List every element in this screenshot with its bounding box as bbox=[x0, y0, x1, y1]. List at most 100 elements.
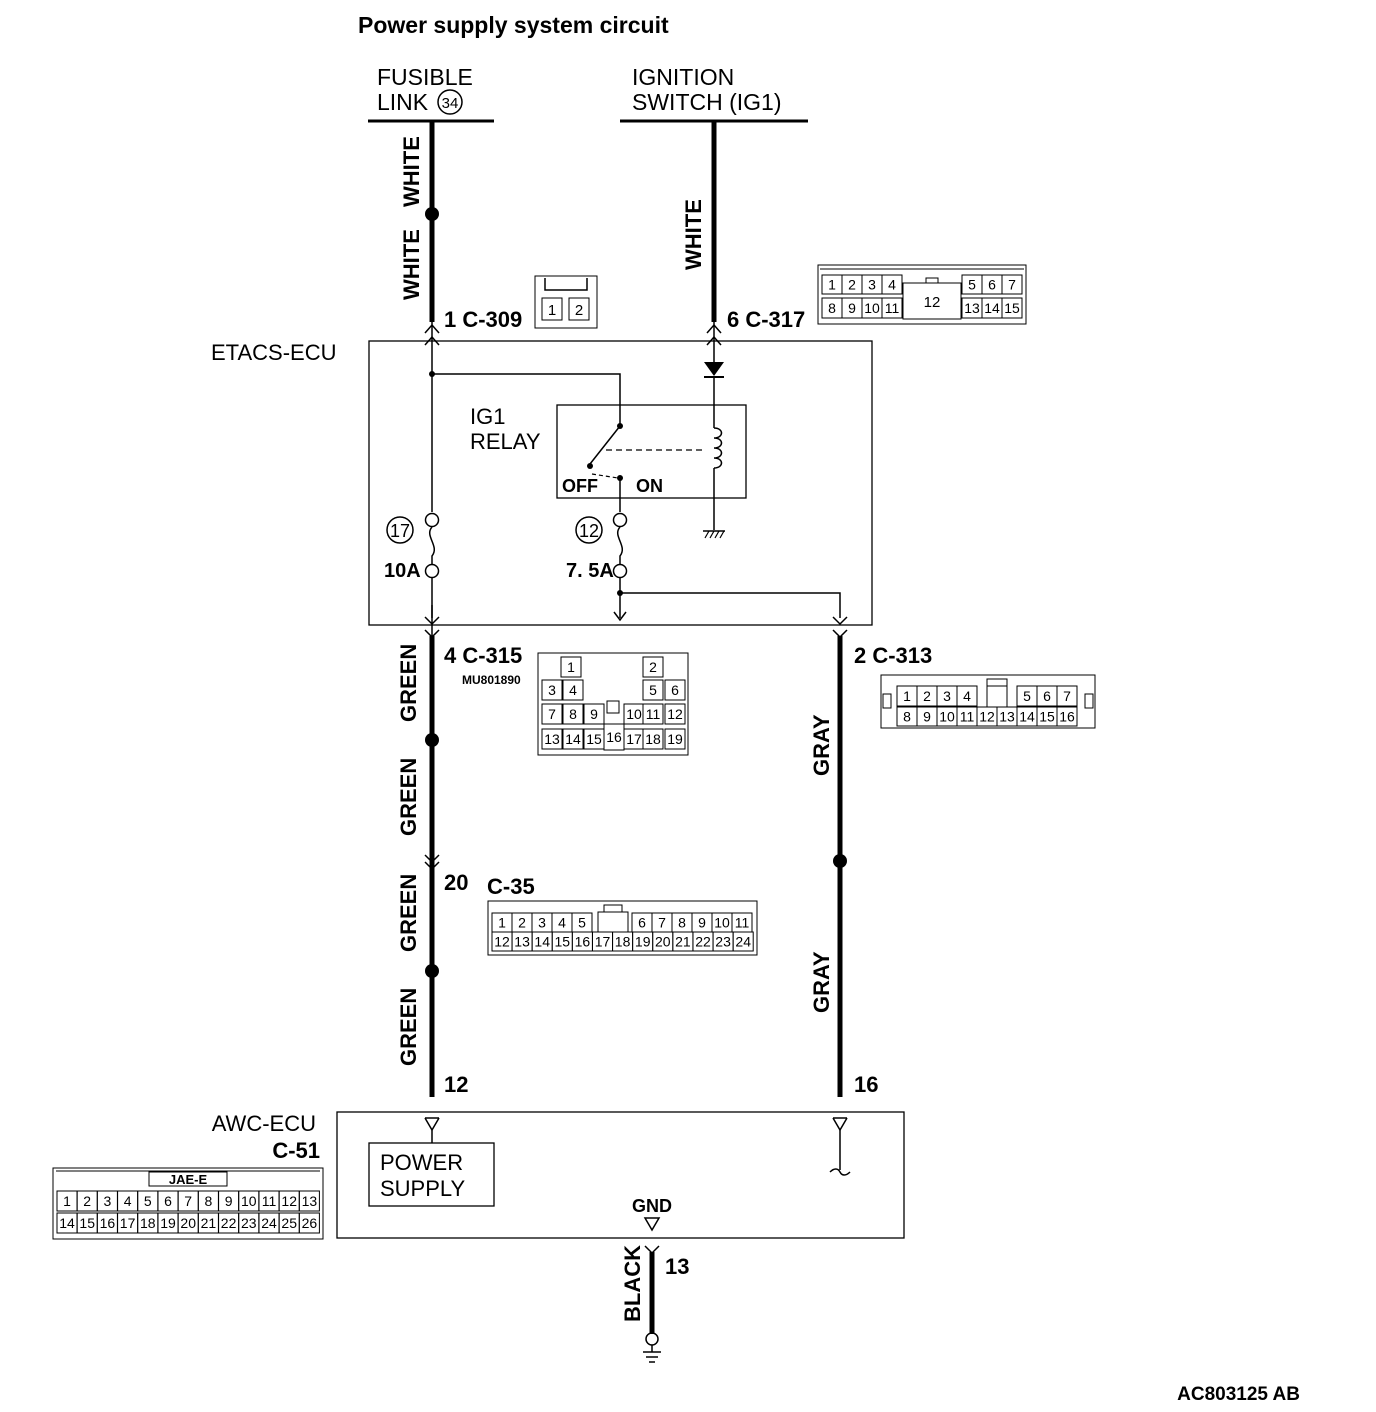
c317-cell-7: 7 bbox=[1001, 274, 1023, 295]
c315-cell-6: 6 bbox=[664, 679, 686, 701]
c51-cell-9: 9 bbox=[218, 1190, 240, 1212]
c51-cell-13-text: 13 bbox=[302, 1193, 318, 1209]
c51-cell-17: 17 bbox=[117, 1212, 139, 1234]
c317-cell-1-text: 1 bbox=[828, 277, 836, 293]
c51-cell-22: 22 bbox=[218, 1212, 240, 1234]
c313-cell-3-text: 3 bbox=[943, 688, 951, 704]
c315-cell-17: 17 bbox=[623, 728, 645, 750]
fuse-17-element bbox=[429, 526, 435, 564]
c315-cell-5: 5 bbox=[642, 679, 664, 701]
c35-cell-13: 13 bbox=[511, 931, 533, 952]
power-supply-label-2: SUPPLY bbox=[380, 1176, 466, 1201]
c51-cell-21-text: 21 bbox=[201, 1215, 217, 1231]
c317-cell-10: 10 bbox=[861, 297, 883, 319]
c313-cell-1-text: 1 bbox=[903, 688, 911, 704]
c317-cell-6-text: 6 bbox=[988, 277, 996, 293]
fuse-12-terminal-bottom bbox=[612, 563, 628, 579]
c313-cell-5: 5 bbox=[1016, 685, 1038, 707]
awc-ecu-box bbox=[336, 1111, 905, 1239]
ignition-switch-label-2: SWITCH (IG1) bbox=[632, 89, 782, 115]
c317-cell-7-text: 7 bbox=[1008, 277, 1016, 293]
c35-cell-20: 20 bbox=[652, 931, 674, 952]
c35-cell-22: 22 bbox=[692, 931, 714, 952]
relay-coil bbox=[713, 427, 723, 469]
c313-cell-10-text: 10 bbox=[939, 709, 955, 725]
etacs-ecu-label: ETACS-ECU bbox=[211, 340, 337, 365]
c315-cell-10: 10 bbox=[623, 703, 645, 725]
c51-cell-19-text: 19 bbox=[160, 1215, 176, 1231]
c315-cell-17-text: 17 bbox=[626, 731, 642, 747]
c315-cell-4: 4 bbox=[562, 679, 584, 701]
c35-cell-8-text: 8 bbox=[678, 915, 686, 931]
c317-cell-9: 9 bbox=[841, 297, 863, 319]
c35-cell-12: 12 bbox=[491, 931, 513, 952]
c313-cell-9: 9 bbox=[916, 706, 938, 727]
c315-cell-7: 7 bbox=[541, 703, 563, 725]
pin-label-c315: 4 C-315 bbox=[444, 643, 522, 668]
etacs-path-to-c313 bbox=[620, 592, 841, 618]
c315-cell-10-text: 10 bbox=[626, 706, 642, 722]
c315-cell-13: 13 bbox=[541, 728, 563, 750]
c35-cell-10-text: 10 bbox=[714, 915, 730, 931]
relay-coil-ground-icon bbox=[703, 530, 725, 539]
diagram-code: AC803125 AB bbox=[1177, 1384, 1300, 1405]
c313-cell-8-text: 8 bbox=[903, 709, 911, 725]
c313-cell-11-text: 11 bbox=[960, 709, 975, 725]
awc-pin-13-terminal bbox=[644, 1245, 660, 1255]
c313-cell-7-text: 7 bbox=[1063, 688, 1071, 704]
c51-cell-3-text: 3 bbox=[104, 1193, 112, 1209]
c51-cell-1: 1 bbox=[56, 1190, 78, 1212]
wire-label-green-1: GREEN bbox=[396, 644, 421, 722]
c51-cell-15: 15 bbox=[76, 1212, 98, 1234]
c313-cell-13: 13 bbox=[996, 706, 1018, 727]
c35-cell-12-text: 12 bbox=[494, 934, 510, 950]
c35-cell-7-text: 7 bbox=[658, 915, 666, 931]
fusible-link-badge-number: 34 bbox=[442, 95, 459, 112]
ground-icon bbox=[643, 1332, 661, 1363]
c317-cell-11-text: 11 bbox=[885, 300, 900, 316]
c51-cell-19: 19 bbox=[157, 1212, 179, 1234]
c51-cell-5: 5 bbox=[137, 1190, 159, 1212]
wire-label-white-3: WHITE bbox=[681, 199, 706, 270]
c51-cell-4-text: 4 bbox=[124, 1193, 132, 1209]
relay-contact-off bbox=[587, 463, 593, 469]
pin-label-c35-20: 20 bbox=[444, 870, 468, 895]
c35-cell-23: 23 bbox=[712, 931, 734, 952]
etacs-path-to-relay bbox=[432, 373, 621, 425]
c51-cell-13: 13 bbox=[298, 1190, 320, 1212]
c51-cell-16-text: 16 bbox=[100, 1215, 116, 1231]
c35-cell-24: 24 bbox=[732, 931, 754, 952]
pin-label-awc-16: 16 bbox=[854, 1072, 878, 1097]
c35-cell-20-text: 20 bbox=[655, 934, 671, 950]
c313-cell-12-text: 12 bbox=[979, 709, 995, 725]
connector-c309: 1 2 bbox=[534, 275, 598, 329]
c51-cell-6: 6 bbox=[157, 1190, 179, 1212]
wire-label-green-3: GREEN bbox=[396, 874, 421, 952]
c35-cell-3: 3 bbox=[531, 912, 553, 933]
c35-cell-23-text: 23 bbox=[715, 934, 731, 950]
awc-ecu: AWC-ECU C-51 POWER SUPPLY GND bbox=[212, 1111, 905, 1255]
c317-cell-5: 5 bbox=[961, 274, 983, 295]
c35-cell-11: 11 bbox=[731, 912, 753, 933]
c309-cell-2: 2 bbox=[575, 302, 583, 319]
fuse-12-element bbox=[617, 526, 623, 564]
c315-cell-2-text: 2 bbox=[649, 659, 657, 675]
c317-cell-5-text: 5 bbox=[968, 277, 976, 293]
c51-cell-6-text: 6 bbox=[164, 1193, 172, 1209]
c51-cell-12-text: 12 bbox=[281, 1193, 297, 1209]
c51-cell-20: 20 bbox=[177, 1212, 199, 1234]
c35-cell-8: 8 bbox=[671, 912, 693, 933]
c315-cell-11-text: 11 bbox=[646, 706, 661, 722]
c51-cell-23: 23 bbox=[238, 1212, 260, 1234]
c315-cell-19: 19 bbox=[664, 728, 686, 750]
relay-off-label: OFF bbox=[562, 476, 598, 496]
c51-cell-11-text: 11 bbox=[262, 1193, 277, 1209]
c317-cell-4-text: 4 bbox=[888, 277, 896, 293]
c317-cell-11: 11 bbox=[881, 297, 903, 319]
c315-cell-6-text: 6 bbox=[671, 682, 679, 698]
c315-cell-3: 3 bbox=[541, 679, 563, 701]
c313-cell-14: 14 bbox=[1016, 706, 1038, 727]
splice-white bbox=[425, 207, 439, 221]
wire-label-green-4: GREEN bbox=[396, 988, 421, 1066]
